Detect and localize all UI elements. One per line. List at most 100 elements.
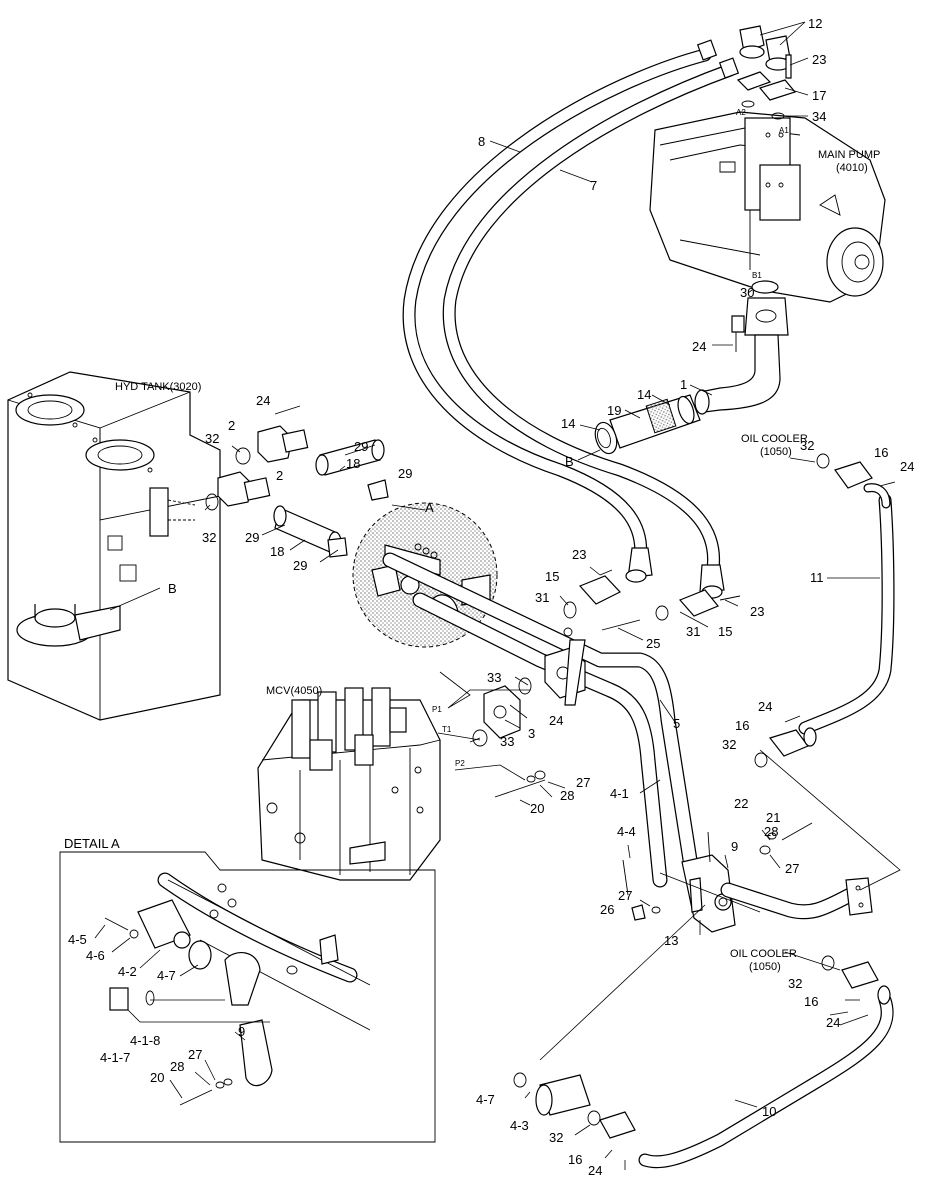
detail-a-title: DETAIL A (64, 836, 120, 851)
mcv-label: MCV(4050) (266, 685, 322, 697)
callout: 17 (812, 88, 826, 103)
callout: 4-6 (86, 948, 105, 963)
callout: 23 (812, 52, 826, 67)
main-control-valve (257, 687, 441, 881)
callout: 24 (549, 713, 563, 728)
view-a-mark: A (425, 500, 434, 515)
callout: 21 (766, 810, 780, 825)
callout: 2 (276, 468, 283, 483)
callout: 4-4 (617, 824, 636, 839)
pipe-clamp-13 (681, 854, 736, 933)
callout: 30 (740, 285, 754, 300)
hydraulic-tank (7, 371, 221, 721)
callout: 31 (535, 590, 549, 605)
callout: 11 (810, 570, 824, 585)
callout: 12 (808, 16, 822, 31)
callout: 20 (150, 1070, 164, 1085)
callout: 32 (205, 431, 219, 446)
block-flange-3 (472, 639, 586, 747)
callout: 4-5 (68, 932, 87, 947)
callout: 10 (762, 1104, 776, 1119)
suction-pipe-1 (694, 280, 789, 415)
callout: 29 (245, 530, 259, 545)
callout: 16 (804, 994, 818, 1009)
callout: 14 (637, 387, 651, 402)
callout: 15 (718, 624, 732, 639)
callout: 22 (734, 796, 748, 811)
callout: 4-1-7 (100, 1050, 130, 1065)
callout: 5 (673, 716, 680, 731)
callout: 16 (568, 1152, 582, 1167)
callout: 14 (561, 416, 575, 431)
callout: 27 (618, 888, 632, 903)
callout: 24 (900, 459, 914, 474)
callout: 3 (528, 726, 535, 741)
callout: 4-1-8 (130, 1033, 160, 1048)
callout: 26 (600, 902, 614, 917)
elbow-fittings-12 (739, 25, 792, 79)
hyd-tank-label: HYD TANK(3020) (115, 381, 201, 393)
hose-11 (754, 453, 895, 768)
callout: 33 (487, 670, 501, 685)
pipe-4-1 (412, 592, 668, 888)
callout: 24 (588, 1163, 602, 1178)
callout: 4-7 (157, 968, 176, 983)
leader-lines (94, 21, 901, 1170)
callout: 32 (722, 737, 736, 752)
callout: 27 (785, 861, 799, 876)
callout: 27 (576, 775, 590, 790)
callout: 33 (500, 734, 514, 749)
callout: 4-3 (510, 1118, 529, 1133)
callout: 24 (826, 1015, 840, 1030)
callout: 1 (680, 377, 687, 392)
main-pump (649, 111, 886, 303)
callout: 24 (758, 699, 772, 714)
main-pump-label: MAIN PUMP (818, 149, 880, 161)
callout: 23 (750, 604, 764, 619)
port-p1: P1 (432, 705, 442, 714)
callout: 29 (293, 558, 307, 573)
callout: 16 (874, 445, 888, 460)
callout: 9 (238, 1024, 245, 1039)
oil-cooler-bottom-code: (1050) (749, 961, 781, 973)
callout: 28 (764, 824, 778, 839)
callout: 16 (735, 718, 749, 733)
callout: 13 (664, 933, 678, 948)
bolts-washers (274, 405, 896, 921)
callout: 24 (256, 393, 270, 408)
callout: 24 (692, 339, 706, 354)
callout: 32 (202, 530, 216, 545)
pipe-5 (382, 552, 698, 868)
split-flanges-17 (736, 71, 797, 120)
callout: 19 (607, 403, 621, 418)
callout: 4-1 (610, 786, 629, 801)
port-t1: T1 (442, 725, 452, 734)
detail-a-box (59, 851, 436, 1143)
port-a2: A2 (736, 108, 746, 117)
main-pump-code: (4010) (836, 162, 868, 174)
suction-hose-19 (594, 394, 701, 455)
hose-10 (513, 955, 894, 1169)
callout: 34 (812, 109, 826, 124)
callout: 29 (354, 439, 368, 454)
callout: 4-2 (118, 964, 137, 979)
hose-7 (442, 63, 737, 582)
callout: 32 (788, 976, 802, 991)
callout: 8 (478, 134, 485, 149)
callout: 15 (545, 569, 559, 584)
callout: 18 (346, 456, 360, 471)
oil-cooler-top-code: (1050) (760, 446, 792, 458)
callout: 2 (228, 418, 235, 433)
callout: 20 (530, 801, 544, 816)
callout: 29 (398, 466, 412, 481)
callout: 28 (170, 1059, 184, 1074)
callout: 4-7 (476, 1092, 495, 1107)
callout: 25 (646, 636, 660, 651)
oil-cooler-top-label: OIL COOLER (741, 433, 808, 445)
callout: 28 (560, 788, 574, 803)
port-b1: B1 (752, 271, 762, 280)
split-flanges-15 (563, 575, 719, 637)
conn-b-pump: B (565, 454, 574, 469)
